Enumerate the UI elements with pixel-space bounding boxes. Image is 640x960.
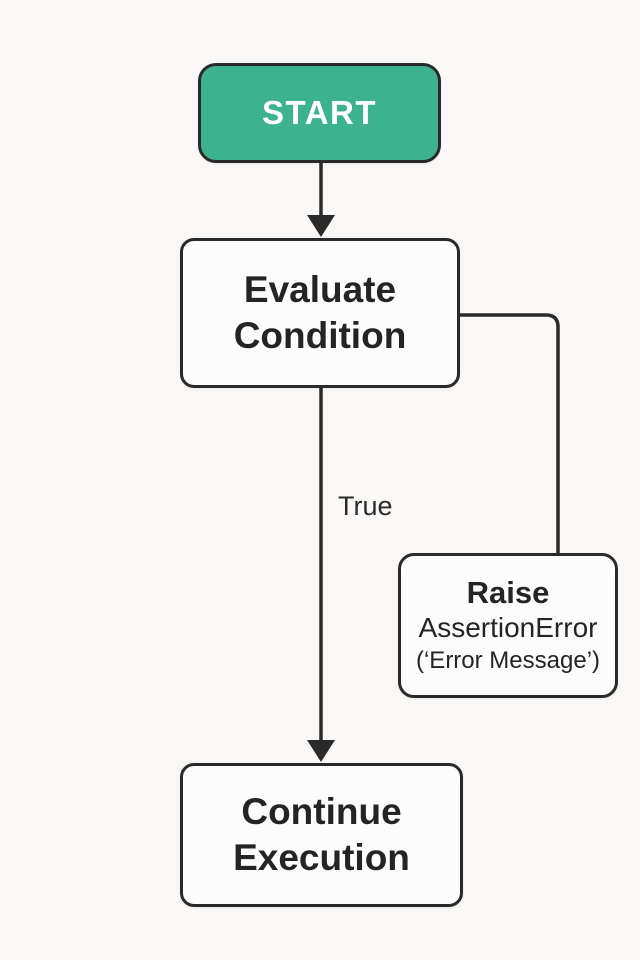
node-raise-label-line3: (‘Error Message’) bbox=[415, 647, 601, 674]
arrowhead-start-to-evaluate bbox=[307, 215, 335, 237]
node-start[interactable]: START bbox=[198, 63, 441, 163]
node-raise-label-line1: Raise bbox=[466, 575, 550, 610]
node-raise-label-line2: AssertionError bbox=[418, 612, 598, 643]
node-evaluate-condition[interactable]: Evaluate Condition bbox=[180, 238, 460, 388]
node-raise-assertion-error[interactable]: Raise AssertionError (‘Error Message’) bbox=[398, 553, 618, 698]
elbow-evaluate-to-raise bbox=[459, 313, 560, 554]
node-evaluate-label-line2: Condition bbox=[233, 315, 407, 356]
node-continue-label-line1: Continue bbox=[241, 791, 402, 832]
arrow-start-to-evaluate bbox=[307, 162, 335, 237]
node-continue-label-line2: Execution bbox=[233, 837, 410, 878]
arrow-evaluate-to-continue bbox=[307, 387, 335, 762]
edge-label-true: True bbox=[338, 491, 393, 521]
node-start-label: START bbox=[261, 94, 378, 131]
node-evaluate-label-line1: Evaluate bbox=[243, 269, 397, 310]
node-continue-execution[interactable]: Continue Execution bbox=[180, 763, 463, 907]
arrowhead-evaluate-to-continue bbox=[307, 740, 335, 762]
